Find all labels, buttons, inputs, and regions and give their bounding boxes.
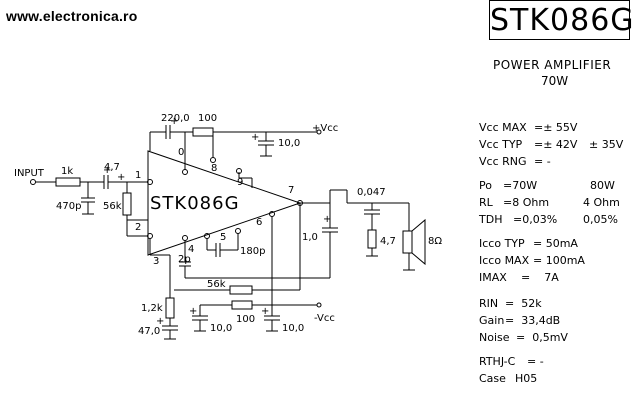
resistor-4-7 xyxy=(367,229,377,249)
spec-vcc-rng-label: Vcc RNG xyxy=(479,155,527,168)
label-180p: 180p xyxy=(240,246,265,257)
label-1-2k: 1,2k xyxy=(141,303,163,314)
spec-rl-label: RL xyxy=(479,196,493,209)
pin-3: 3 xyxy=(153,256,159,267)
spec-noise-value: = 0,5mV xyxy=(516,331,568,344)
spec-vcc-max-value: =± 55V xyxy=(534,121,578,134)
pin-4: 4 xyxy=(188,244,194,255)
spec-vcc-typ-value: =± 42V xyxy=(534,138,578,151)
spec-tdh-label: TDH xyxy=(479,213,503,226)
spec-vcc-rng-value: = - xyxy=(534,155,551,168)
input-label: INPUT xyxy=(14,168,45,179)
svg-text:+: + xyxy=(261,306,269,317)
label-100-bottom: 100 xyxy=(236,314,255,325)
label-470p: 470p xyxy=(56,201,81,212)
label-2p: 2p xyxy=(178,254,191,265)
resistor-100-bottom xyxy=(231,300,253,310)
label-0-047: 0,047 xyxy=(357,187,386,198)
spec-icco-typ-label: Icco TYP xyxy=(479,237,525,250)
spec-imax-label: IMAX xyxy=(479,271,507,284)
pin-6: 6 xyxy=(256,217,262,228)
spec-icco-max-value: = 100mA xyxy=(533,254,585,267)
svg-text:+: + xyxy=(170,116,178,127)
resistor-1k xyxy=(55,177,81,187)
label-10u-b: 10,0 xyxy=(210,323,232,334)
spec-po-label: Po xyxy=(479,179,492,192)
label-10u-top: 10,0 xyxy=(278,138,300,149)
pin-8: 8 xyxy=(211,163,217,174)
spec-case-label: Case xyxy=(479,372,506,385)
spec-rthj-label: RTHJ-C xyxy=(479,355,516,368)
svg-text:+: + xyxy=(323,214,331,225)
svg-text:+: + xyxy=(189,306,197,317)
title-line-1: POWER AMPLIFIER xyxy=(493,58,612,72)
spec-rin-value: = 52k xyxy=(505,297,542,310)
pin-9: 9 xyxy=(237,177,243,188)
spec-rin-label: RIN xyxy=(479,297,499,310)
spec-gain-value: = 33,4dB xyxy=(505,314,561,327)
resistor-1-2k xyxy=(165,297,175,319)
spec-vcc-max-label: Vcc MAX xyxy=(479,121,527,134)
vcc-pos-terminal xyxy=(316,129,322,135)
vcc-neg-terminal xyxy=(316,302,322,308)
resistor-100-top xyxy=(192,127,214,137)
spec-tdh-alt: 0,05% xyxy=(583,213,618,226)
spec-po-alt: 80W xyxy=(590,179,615,192)
spec-icco-max-label: Icco MAX xyxy=(479,254,530,267)
label-56k-bias: 56k xyxy=(103,201,122,212)
label-1-0: 1,0 xyxy=(302,232,318,243)
label-56k-fb: 56k xyxy=(207,279,226,290)
svg-text:+: + xyxy=(117,172,125,183)
label-100-top: 100 xyxy=(198,113,217,124)
vcc-neg-label: -Vcc xyxy=(314,313,335,324)
label-speaker: 8Ω xyxy=(428,236,442,247)
label-10u-c: 10,0 xyxy=(282,323,304,334)
spec-case-value: H05 xyxy=(515,372,538,385)
label-1k: 1k xyxy=(61,166,73,177)
spec-tdh-value: =0,03% xyxy=(513,213,558,226)
svg-text:+: + xyxy=(103,165,111,176)
svg-text:+: + xyxy=(251,132,259,143)
resistor-56k xyxy=(122,192,132,216)
pin-0: 0 xyxy=(178,147,184,158)
pin-7: 7 xyxy=(288,185,294,196)
chip-label: STK086G xyxy=(150,193,240,214)
part-number-box: STK086G xyxy=(489,0,634,40)
pin-2: 2 xyxy=(135,222,141,233)
spec-rl-alt: 4 Ohm xyxy=(583,196,620,209)
label-4-7: 4,7 xyxy=(380,236,396,247)
spec-vcc-typ-alt: ± 35V xyxy=(589,138,624,151)
resistor-56k-fb xyxy=(229,285,253,295)
label-4u7: 4,7 xyxy=(104,162,120,173)
input-terminal xyxy=(30,179,36,185)
spec-icco-typ-value: = 50mA xyxy=(533,237,578,250)
svg-text:+: + xyxy=(156,316,164,327)
spec-gain-label: Gain xyxy=(479,314,505,327)
speaker-cone xyxy=(411,218,426,266)
spec-rl-value: =8 Ohm xyxy=(503,196,550,209)
spec-po-value: =70W xyxy=(503,179,538,192)
vcc-pos-label: +Vcc xyxy=(312,123,338,134)
spec-noise-label: Noise xyxy=(479,331,510,344)
spec-vcc-typ-label: Vcc TYP xyxy=(479,138,523,151)
spec-imax-value: = 7A xyxy=(521,271,559,284)
amplifier-triangle xyxy=(147,150,302,256)
speaker-body xyxy=(402,230,413,254)
spec-rthj-value: = - xyxy=(527,355,544,368)
website-url[interactable]: www.electronica.ro xyxy=(6,8,138,24)
title-line-2: 70W xyxy=(541,74,569,88)
label-220u: 220,0 xyxy=(161,113,190,124)
pin-1: 1 xyxy=(135,170,141,181)
label-47u: 47,0 xyxy=(138,326,160,337)
pin-5: 5 xyxy=(220,232,226,243)
